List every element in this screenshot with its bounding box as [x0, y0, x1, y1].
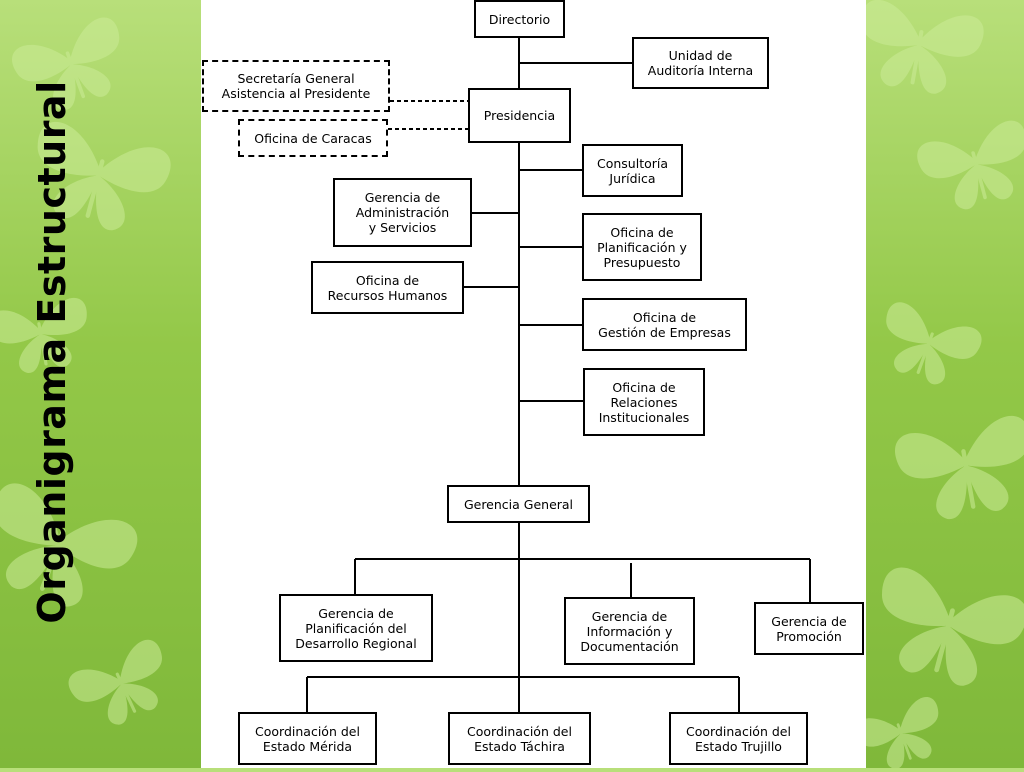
butterfly-icon — [892, 413, 1024, 527]
node-consultoria-juridica: Consultoría Jurídica — [582, 144, 683, 197]
node-coord-tachira: Coordinación del Estado Táchira — [448, 712, 591, 765]
node-oficina-caracas: Oficina de Caracas — [238, 119, 388, 157]
butterfly-icon — [869, 298, 986, 395]
node-unidad-auditoria: Unidad de Auditoría Interna — [632, 37, 769, 89]
node-presidencia: Presidencia — [468, 88, 571, 143]
node-gerencia-administracion: Gerencia de Administración y Servicios — [333, 178, 472, 247]
node-gerencia-general: Gerencia General — [447, 485, 590, 523]
butterfly-icon — [913, 117, 1024, 219]
node-oficina-planificacion: Oficina de Planificación y Presupuesto — [582, 213, 702, 281]
node-gerencia-promocion: Gerencia de Promoción — [754, 602, 864, 655]
butterfly-icon — [862, 563, 1024, 698]
page-title: Organigrama Estructural — [30, 80, 74, 624]
node-oficina-relaciones: Oficina de Relaciones Institucionales — [583, 368, 705, 436]
node-secretaria-general: Secretaría General Asistencia al Preside… — [202, 60, 390, 112]
node-directorio: Directorio — [474, 0, 565, 38]
node-coord-trujillo: Coordinación del Estado Trujillo — [669, 712, 808, 765]
butterfly-icon — [64, 635, 182, 738]
node-coord-merida: Coordinación del Estado Mérida — [238, 712, 377, 765]
butterfly-icon — [850, 0, 987, 101]
node-gerencia-planificacion-desarrollo: Gerencia de Planificación del Desarrollo… — [279, 594, 433, 662]
butterfly-icon — [851, 693, 953, 772]
node-gerencia-informacion: Gerencia de Información y Documentación — [564, 597, 695, 665]
node-oficina-rrhh: Oficina de Recursos Humanos — [311, 261, 464, 314]
node-oficina-gestion-empresas: Oficina de Gestión de Empresas — [582, 298, 747, 351]
